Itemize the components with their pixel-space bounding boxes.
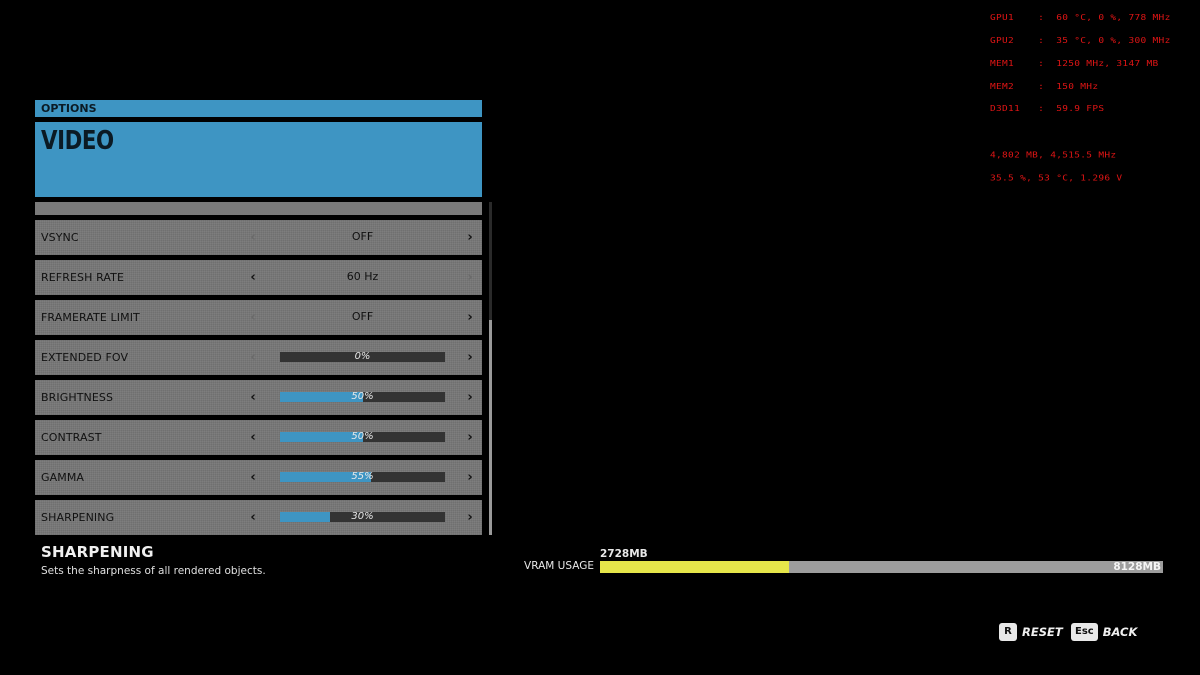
vram-total-value: 8128MB (1113, 561, 1161, 573)
slider-fill (280, 432, 363, 442)
arrow-left-icon[interactable]: ‹ (250, 390, 256, 405)
options-breadcrumb: OPTIONS (35, 100, 482, 117)
setting-value: OFF (351, 310, 374, 323)
arrow-left-icon[interactable]: ‹ (250, 270, 256, 285)
settings-scrollbar[interactable] (489, 202, 492, 535)
sharpening-slider[interactable]: 30% (280, 512, 445, 522)
setting-label: SHARPENING (41, 511, 115, 524)
osd-line-cpu-2: 35.5 %, 53 °C, 1.296 V (990, 173, 1123, 184)
slider-value: 30% (351, 511, 374, 522)
setting-row-brightness[interactable]: BRIGHTNESS ‹ 50% › (35, 380, 482, 415)
extended-fov-slider[interactable]: 0% (280, 352, 445, 362)
back-button[interactable]: Esc BACK (1071, 622, 1137, 642)
video-header: VIDEO (35, 122, 482, 197)
slider-fill (280, 472, 371, 482)
setting-label: EXTENDED FOV (41, 351, 129, 364)
arrow-right-icon[interactable]: › (467, 310, 473, 325)
brightness-slider[interactable]: 50% (280, 392, 445, 402)
osd-line-cpu-1: 4,802 MB, 4,515.5 MHz (990, 150, 1117, 161)
scrollbar-thumb[interactable] (489, 320, 492, 535)
gamma-slider[interactable]: 55% (280, 472, 445, 482)
slider-value: 0% (354, 351, 371, 362)
setting-value: OFF (351, 230, 374, 243)
arrow-left-icon[interactable]: ‹ (250, 510, 256, 525)
performance-overlay: GPU1 : 60 °C, 0 %, 778 MHz GPU2 : 35 °C,… (990, 0, 1200, 190)
arrow-right-icon[interactable]: › (467, 230, 473, 245)
reset-button[interactable]: R RESET (999, 622, 1063, 642)
arrow-right-icon[interactable]: › (467, 270, 473, 285)
setting-row-contrast[interactable]: CONTRAST ‹ 50% › (35, 420, 482, 455)
osd-line-mem1: MEM1 : 1250 MHz, 3147 MB (990, 58, 1159, 69)
setting-label: CONTRAST (41, 431, 102, 444)
vram-used-value: 2728MB (600, 548, 648, 560)
reset-label: RESET (1022, 625, 1063, 639)
setting-label: VSYNC (41, 231, 79, 244)
slider-value: 50% (351, 431, 374, 442)
arrow-right-icon[interactable]: › (467, 510, 473, 525)
arrow-right-icon[interactable]: › (467, 350, 473, 365)
arrow-right-icon[interactable]: › (467, 470, 473, 485)
slider-value: 55% (351, 471, 374, 482)
arrow-right-icon[interactable]: › (467, 430, 473, 445)
slider-fill (280, 512, 330, 522)
page-title: VIDEO (41, 126, 114, 156)
osd-line-mem2: MEM2 : 150 MHz (990, 81, 1099, 92)
settings-list[interactable]: VSYNC ‹ OFF › REFRESH RATE ‹ 60 Hz › FRA… (35, 202, 482, 535)
osd-line-gpu2: GPU2 : 35 °C, 0 %, 300 MHz (990, 36, 1171, 46)
setting-value: 60 Hz (346, 270, 379, 283)
osd-line-fps: D3D11 : 59.9 FPS (990, 104, 1105, 114)
description-text: Sets the sharpness of all rendered objec… (41, 565, 266, 577)
setting-row-sharpening[interactable]: SHARPENING ‹ 30% › (35, 500, 482, 535)
contrast-slider[interactable]: 50% (280, 432, 445, 442)
setting-row-framerate-limit[interactable]: FRAMERATE LIMIT ‹ OFF › (35, 300, 482, 335)
arrow-left-icon[interactable]: ‹ (250, 430, 256, 445)
setting-row-refresh-rate[interactable]: REFRESH RATE ‹ 60 Hz › (35, 260, 482, 295)
r-key-icon: R (999, 623, 1017, 641)
arrow-left-icon[interactable]: ‹ (250, 230, 256, 245)
slider-value: 50% (351, 391, 374, 402)
vram-used-fill (600, 561, 789, 573)
arrow-left-icon[interactable]: ‹ (250, 350, 256, 365)
setting-row-vsync[interactable]: VSYNC ‹ OFF › (35, 220, 482, 255)
settings-row-partial[interactable] (35, 202, 482, 215)
arrow-left-icon[interactable]: ‹ (250, 310, 256, 325)
setting-row-gamma[interactable]: GAMMA ‹ 55% › (35, 460, 482, 495)
arrow-right-icon[interactable]: › (467, 390, 473, 405)
vram-usage-bar: 8128MB (600, 561, 1163, 573)
vram-usage-label: VRAM USAGE (524, 560, 594, 572)
esc-key-icon: Esc (1071, 623, 1098, 641)
setting-label: REFRESH RATE (41, 271, 125, 284)
slider-fill (280, 392, 363, 402)
setting-row-extended-fov[interactable]: EXTENDED FOV ‹ 0% › (35, 340, 482, 375)
back-label: BACK (1102, 625, 1138, 639)
description-title: SHARPENING (41, 543, 154, 561)
setting-label: FRAMERATE LIMIT (41, 311, 140, 324)
osd-line-gpu1: GPU1 : 60 °C, 0 %, 778 MHz (990, 13, 1171, 24)
arrow-left-icon[interactable]: ‹ (250, 470, 256, 485)
setting-label: BRIGHTNESS (41, 391, 114, 404)
setting-label: GAMMA (41, 471, 85, 484)
